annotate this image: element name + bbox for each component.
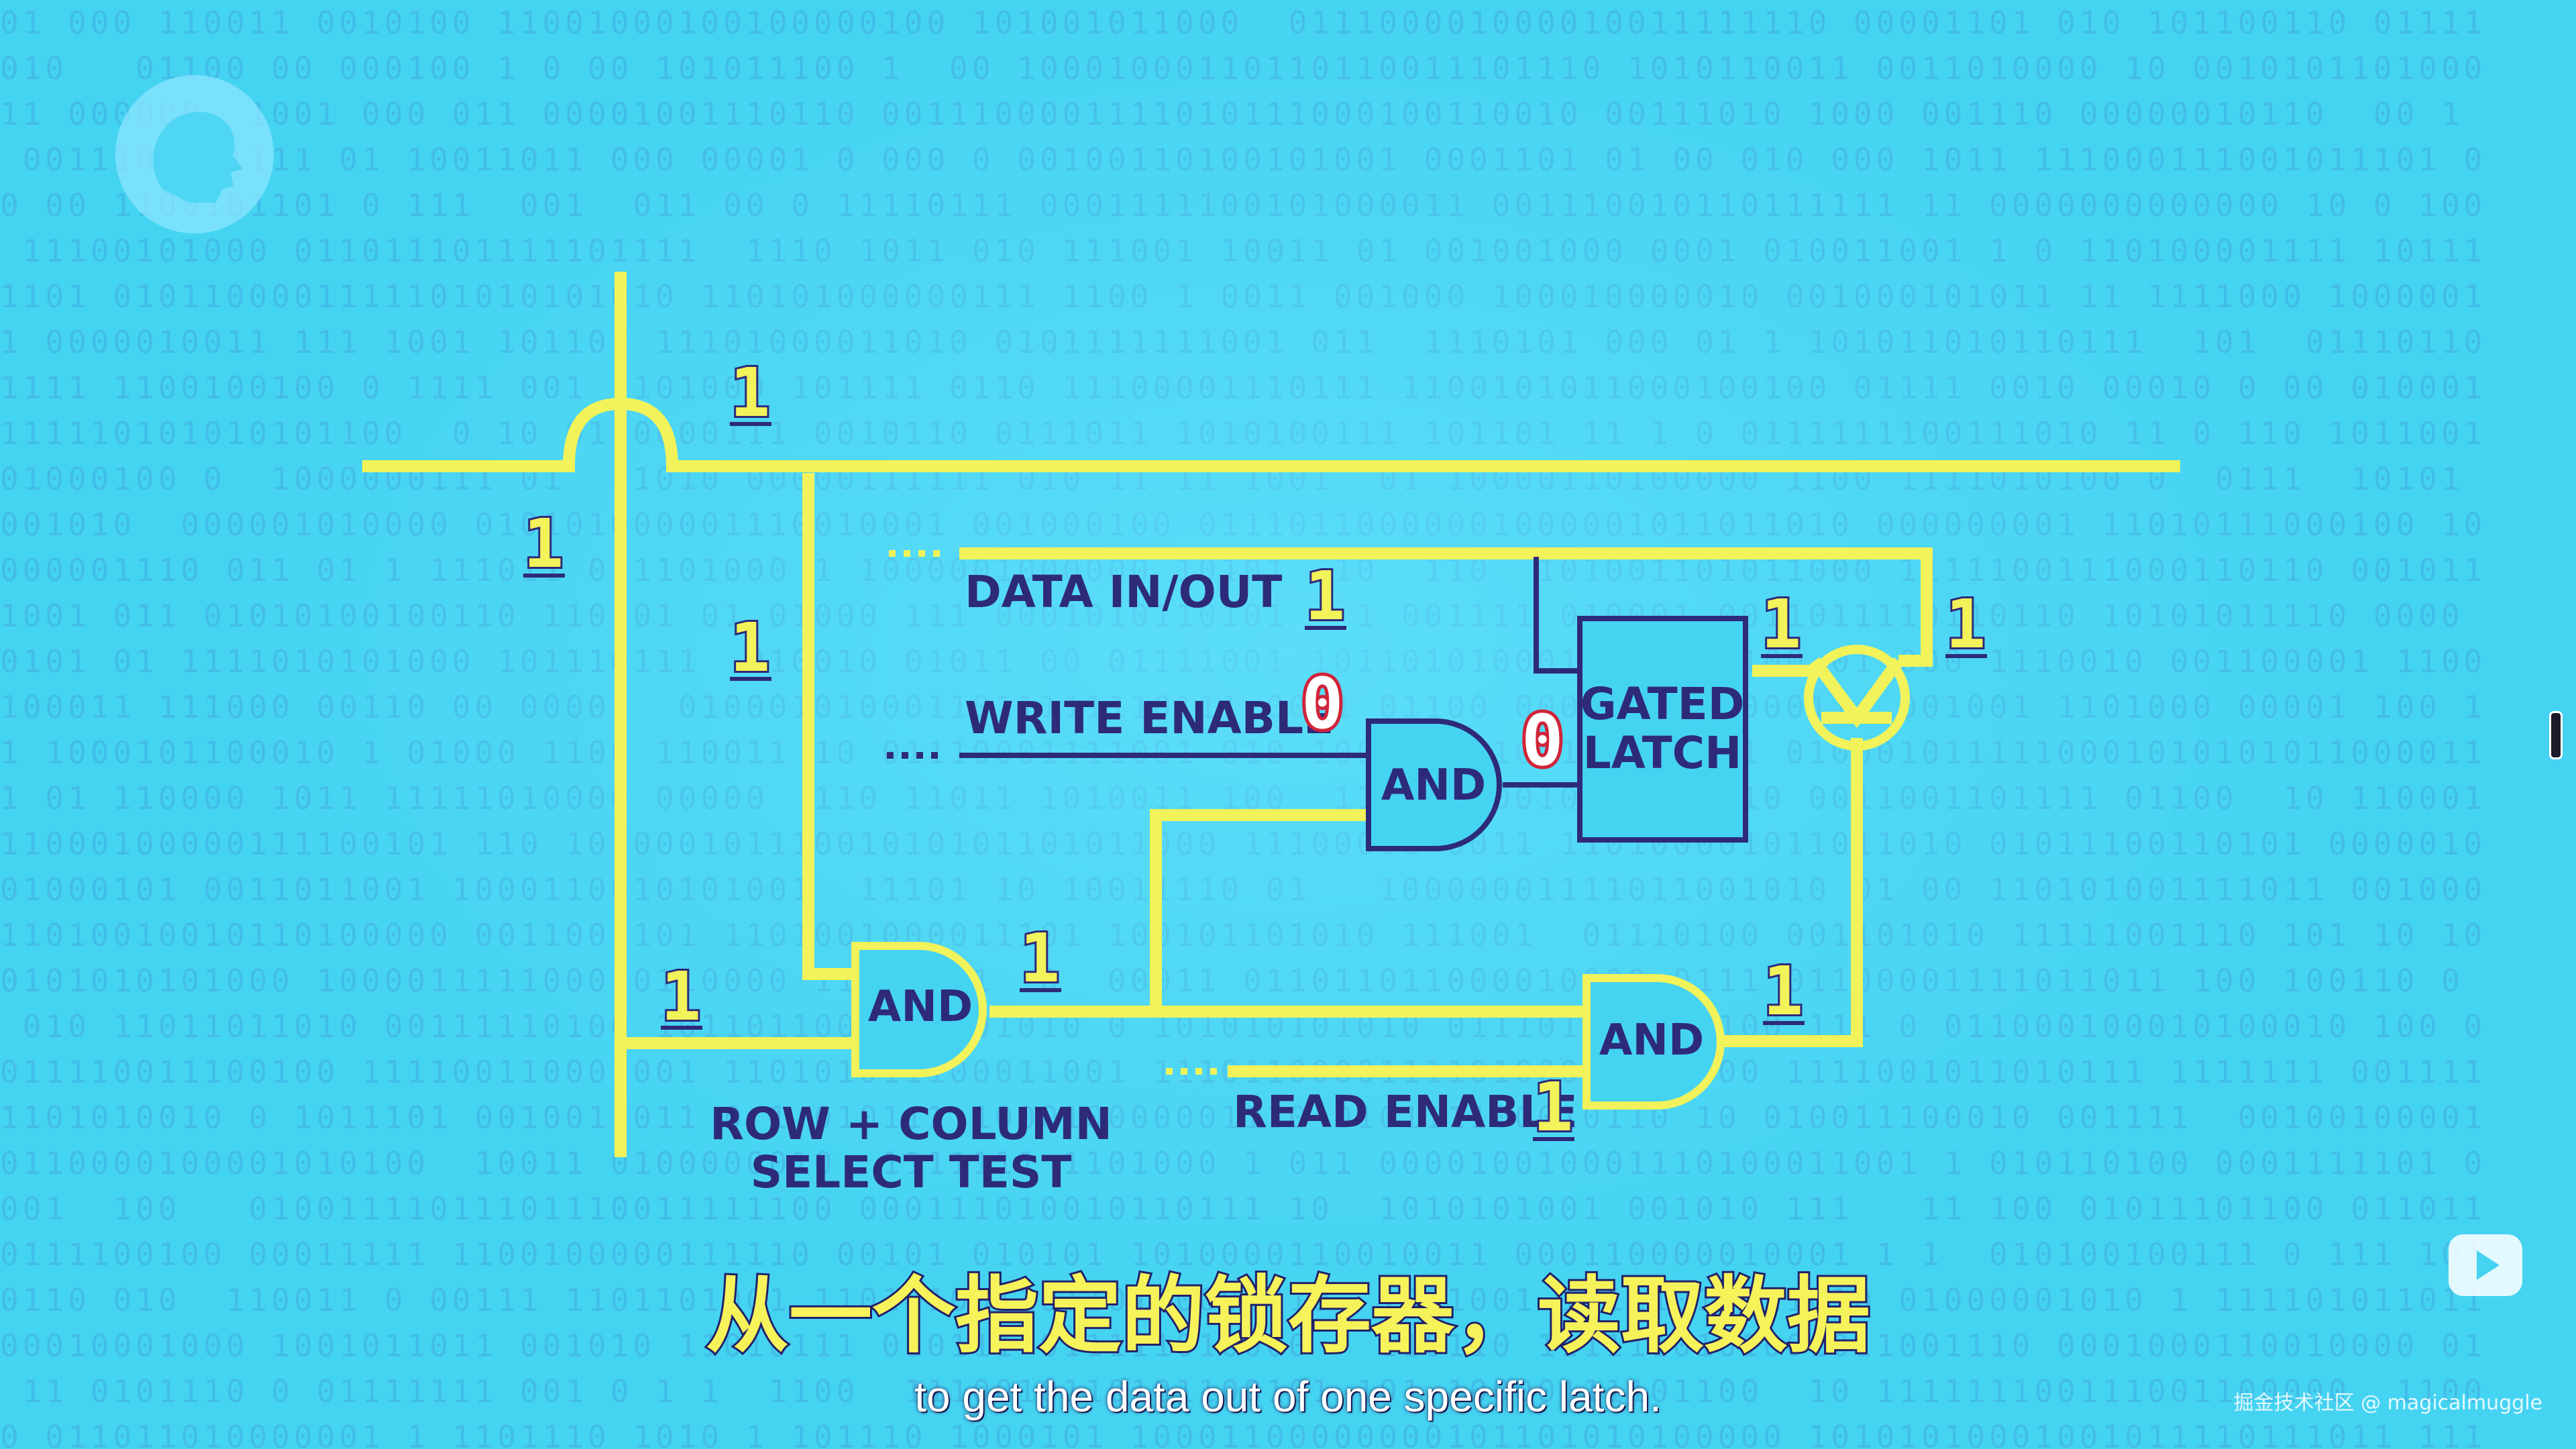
write-enable-label: WRITE ENABLE <box>965 692 1334 744</box>
bit-data-in-out: 1 <box>1305 557 1345 635</box>
read-and-label: AND <box>1599 1016 1704 1065</box>
side-scroll-handle[interactable] <box>2549 711 2563 759</box>
watermark: 掘金技术社区 @ magicalmuggle <box>2233 1391 2542 1415</box>
transistor-icon <box>1804 645 1910 751</box>
row-column-label-line2: SELECT TEST <box>751 1146 1072 1198</box>
data-in-out-label: DATA IN/OUT <box>965 566 1282 618</box>
data-bus-wire <box>959 547 1933 667</box>
read-output-wire <box>1724 738 1863 1047</box>
bit-top-bus: 1 <box>730 354 770 432</box>
write-and-label: AND <box>1381 761 1486 810</box>
row-column-label-line1: ROW + COLUMN <box>710 1098 1112 1150</box>
bit-column-wire: 1 <box>730 608 770 687</box>
bit-read-enable: 1 <box>1533 1068 1573 1146</box>
bilibili-play-icon[interactable] <box>2449 1234 2522 1296</box>
pbs-head-icon <box>115 75 274 233</box>
write-select-wire <box>1150 809 1368 1012</box>
data-in-wire <box>1534 557 1580 674</box>
read-enable-label: READ ENABLE <box>1233 1086 1578 1138</box>
bit-transistor-out: 1 <box>1945 585 1986 663</box>
bit-row-and-input: 1 <box>661 957 701 1036</box>
subtitle-chinese: 从一个指定的锁存器，读取数据 <box>704 1266 1872 1366</box>
subtitle-english: to get the data out of one specific latc… <box>914 1373 1662 1421</box>
write-and-gate <box>1366 718 1502 851</box>
row-branch-wire <box>802 473 855 980</box>
transistor-legs <box>1809 657 1904 729</box>
row-and-label: AND <box>868 982 973 1032</box>
bit-write-enable: 0 <box>1301 663 1344 745</box>
bit-row-and-output: 1 <box>1020 919 1060 998</box>
row-select-wire <box>362 397 2180 472</box>
bit-write-and-output: 0 <box>1521 700 1564 782</box>
bit-latch-output: 1 <box>1761 585 1801 663</box>
read-and-gate <box>1582 974 1725 1110</box>
gated-latch-box <box>1577 616 1748 843</box>
latch-label-line2: LATCH <box>1583 727 1742 779</box>
row-column-and-gate <box>851 942 987 1077</box>
latch-label-line1: GATED <box>1580 678 1744 730</box>
bit-read-and-output: 1 <box>1763 952 1803 1030</box>
bit-left-bus: 1 <box>523 504 564 583</box>
